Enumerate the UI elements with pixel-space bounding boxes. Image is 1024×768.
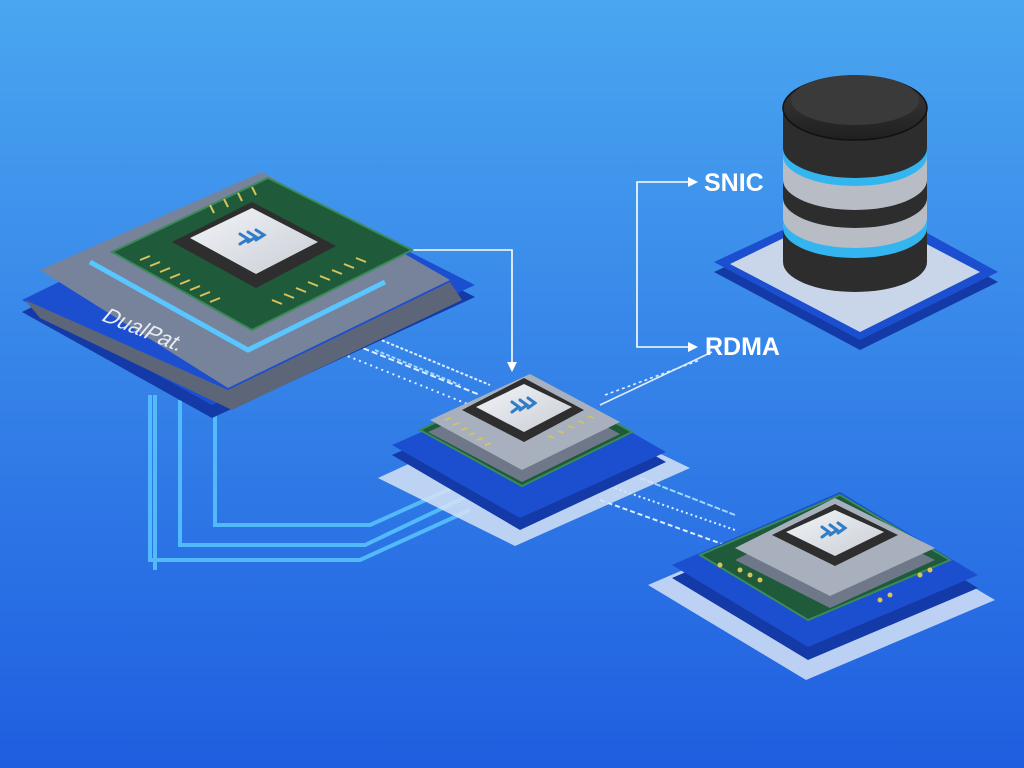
chevron-stack-icon — [510, 396, 538, 414]
main-chip-top — [190, 208, 318, 274]
chevron-stack-icon — [820, 521, 848, 539]
link-main-to-middle — [395, 249, 513, 365]
main-board-pins — [139, 186, 367, 305]
arrow-head-snic — [688, 177, 698, 187]
data-stream-middle-rdma — [604, 359, 701, 396]
rdma-label: RDMA — [705, 333, 780, 361]
data-stream-middle-right — [599, 477, 736, 546]
main-board-platform-side — [25, 282, 462, 410]
trace-bundle-left — [148, 395, 471, 570]
database-stack-icon — [714, 75, 998, 350]
link-snic-rdma-bracket — [636, 181, 690, 348]
arrow-head-down — [507, 362, 517, 372]
snic-label: SNIC — [704, 169, 764, 197]
connector-lines — [386, 177, 713, 406]
link-middle-to-rdma — [599, 351, 713, 406]
right-board — [648, 492, 995, 680]
chevron-stack-icon — [238, 228, 267, 246]
arrow-head-rdma — [688, 342, 698, 352]
middle-board — [378, 374, 690, 546]
main-board: DualPat. — [22, 172, 475, 418]
